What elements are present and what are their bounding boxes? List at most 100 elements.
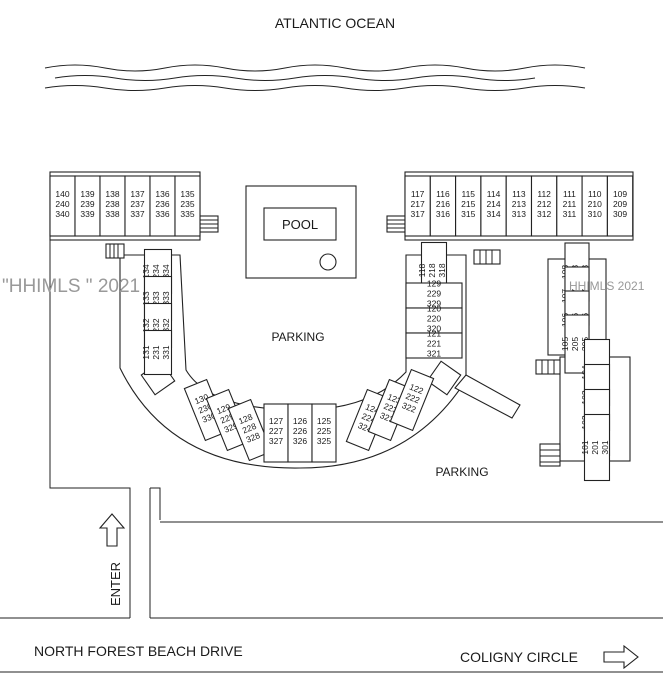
unit-number: 217 [411,199,425,209]
unit-number: 232 [151,318,161,332]
unit-number: 120 [427,304,441,314]
spa [319,253,337,271]
unit-number: 205 [570,337,580,351]
unit-number: 213 [512,199,526,209]
watermark-right: HHIMLS 2021 [569,279,645,293]
unit-number: 114 [487,189,501,199]
roads [0,240,663,673]
unit-number: 135 [180,189,194,199]
unit-number: 234 [151,264,161,278]
unit-number: 240 [55,199,69,209]
unit-number: 229 [427,289,441,299]
unit-number: 110 [588,189,602,199]
unit-number: 314 [486,209,500,219]
unit-number: 136 [155,189,169,199]
unit-number: 339 [80,209,94,219]
unit-number: 109 [613,189,627,199]
unit-number: 332 [161,318,171,332]
unit-number: 127 [269,416,283,426]
unit-number: 316 [436,209,450,219]
unit-number: 238 [105,199,119,209]
unit-number: 129 [427,279,441,289]
unit-number: 220 [427,314,441,324]
unit-number: 201 [590,440,600,454]
unit-number: 137 [130,189,144,199]
unit-number: 311 [563,209,577,219]
watermark-left: "HHIMLS " 2021 [2,276,141,297]
walkway [454,374,521,419]
unit-number: 233 [151,291,161,305]
ocean-label: ATLANTIC OCEAN [275,15,395,31]
unit-number: 131 [141,345,151,359]
unit-number: 313 [512,209,526,219]
unit-number: 340 [55,209,69,219]
coligny-arrow-icon [603,644,639,670]
unit-number: 235 [180,199,194,209]
unit-number: 209 [613,199,627,209]
unit-number: 116 [436,189,450,199]
unit-number: 121 [427,329,441,339]
unit-number: 326 [293,436,307,446]
unit-number: 216 [436,199,450,209]
unit-number: 101 [580,440,590,454]
enter-arrow-icon [98,513,126,547]
unit-number: 113 [512,189,526,199]
parking-center-label: PARKING [271,330,324,344]
unit-number: 331 [161,345,171,359]
unit-number: 315 [461,209,475,219]
unit-number: 320 [427,324,441,334]
parking-right-label: PARKING [435,465,488,479]
unit-number: 138 [105,189,119,199]
unit-number: 335 [180,209,194,219]
unit-number: 225 [317,426,331,436]
unit-number: 325 [317,436,331,446]
unit-number: 338 [105,209,119,219]
unit-number: 337 [130,209,144,219]
unit-number: 125 [317,416,331,426]
coligny-circle-label: COLIGNY CIRCLE [460,649,578,665]
unit-number: 211 [563,199,577,209]
ocean-waves [44,64,586,91]
unit-number: 221 [427,339,441,349]
unit-number: 118 [417,263,427,277]
unit-number: 334 [161,264,171,278]
unit-number: 105 [560,337,570,351]
unit-number: 210 [588,199,602,209]
unit-labels: 1402403401392393391382383381372373371362… [49,175,634,482]
unit-number: 318 [437,263,447,277]
unit-number: 237 [130,199,144,209]
unit-number: 112 [537,189,551,199]
unit-number: 231 [151,345,161,359]
unit-number: 214 [486,199,500,209]
unit-number: 126 [293,416,307,426]
north-forest-beach-drive-label: NORTH FOREST BEACH DRIVE [34,643,243,659]
unit-number: 236 [155,199,169,209]
unit-number: 111 [563,189,576,199]
